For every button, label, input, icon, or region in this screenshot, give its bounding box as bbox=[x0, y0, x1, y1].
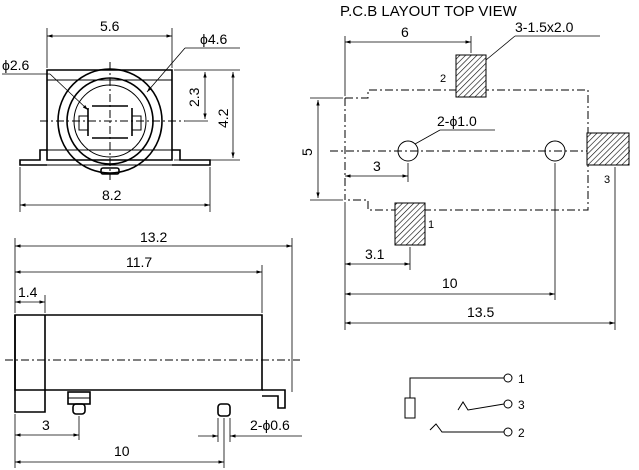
dim-pad-bottom-offset: 3.1 bbox=[365, 246, 385, 262]
pad-label-3: 3 bbox=[604, 174, 610, 186]
dim-pad-size: 3-1.5x2.0 bbox=[515, 19, 574, 35]
front-pin bbox=[100, 167, 120, 175]
schematic-pin-label-2: 2 bbox=[518, 426, 525, 440]
pad-3 bbox=[586, 132, 630, 166]
dim-leader bbox=[485, 35, 516, 61]
front-left-foot bbox=[19, 149, 47, 166]
pcb-outline bbox=[345, 89, 589, 211]
pad-label-1: 1 bbox=[428, 219, 434, 231]
side-rear-tab bbox=[262, 389, 286, 409]
pcb-hole-right bbox=[544, 140, 566, 162]
dim-body-length: 11.7 bbox=[126, 254, 152, 270]
pad-1 bbox=[394, 202, 426, 246]
side-view: 13.2 11.7 1.4 3 10 2-ϕ0.6 bbox=[5, 229, 302, 468]
schematic-terminal-1 bbox=[503, 373, 513, 383]
schematic-pin1-line bbox=[409, 377, 504, 398]
dim-pin-span: 10 bbox=[114, 443, 130, 459]
dim-leader bbox=[49, 73, 89, 111]
schematic-pin-label-3: 3 bbox=[518, 398, 525, 412]
dim-overall-length: 13.2 bbox=[140, 229, 167, 245]
pcb-hole-left bbox=[397, 140, 419, 162]
dim-pin-diameter: 2-ϕ0.6 bbox=[250, 417, 290, 433]
dim-base-width: 8.2 bbox=[102, 187, 122, 203]
schematic-symbol: 1 3 2 bbox=[404, 372, 525, 440]
schematic-pin-label-1: 1 bbox=[518, 372, 525, 386]
dim-front-width: 5.6 bbox=[100, 18, 120, 34]
front-view: 5.6 ϕ2.6 ϕ4.6 2.3 4.2 8.2 bbox=[2, 18, 240, 212]
dim-pcb-height: 5 bbox=[299, 148, 315, 156]
schematic-terminal-3 bbox=[503, 399, 513, 409]
dim-hole-spec: 2-ϕ1.0 bbox=[437, 113, 477, 129]
dim-hole-span: 10 bbox=[442, 275, 458, 291]
dim-total-length: 13.5 bbox=[467, 304, 494, 320]
dim-center-height: 2.3 bbox=[186, 87, 202, 107]
front-contact-left bbox=[78, 115, 89, 131]
dim-hole-small: ϕ2.6 bbox=[2, 57, 30, 73]
dim-front-height: 4.2 bbox=[215, 108, 231, 128]
pcb-layout: P.C.B LAYOUT TOP VIEW 2 1 3 6 3-1.5x2.0 … bbox=[299, 3, 630, 330]
front-right-foot bbox=[172, 149, 211, 166]
side-flange bbox=[14, 315, 46, 413]
side-pin-right bbox=[217, 403, 231, 417]
dim-pad-top-offset: 6 bbox=[401, 24, 409, 40]
schematic-sleeve bbox=[404, 397, 416, 419]
dim-pin-offset: 3 bbox=[42, 417, 50, 433]
dim-hole-large: ϕ4.6 bbox=[200, 31, 228, 47]
pad-label-2: 2 bbox=[440, 73, 446, 85]
schematic-pin2-tip bbox=[429, 423, 504, 433]
dim-leader bbox=[414, 129, 441, 145]
schematic-pin3-switch bbox=[457, 401, 505, 411]
schematic-terminal-2 bbox=[503, 427, 513, 437]
front-body-outline bbox=[46, 69, 173, 161]
dim-leader bbox=[146, 47, 186, 93]
side-pin-left-tip bbox=[72, 403, 86, 415]
dim-flange: 1.4 bbox=[18, 284, 38, 300]
front-contact-right bbox=[131, 115, 142, 131]
pcb-layout-title: P.C.B LAYOUT TOP VIEW bbox=[340, 3, 518, 20]
pad-2 bbox=[455, 54, 487, 98]
side-body-outline bbox=[14, 314, 263, 391]
dim-hole-offset: 3 bbox=[373, 158, 381, 174]
